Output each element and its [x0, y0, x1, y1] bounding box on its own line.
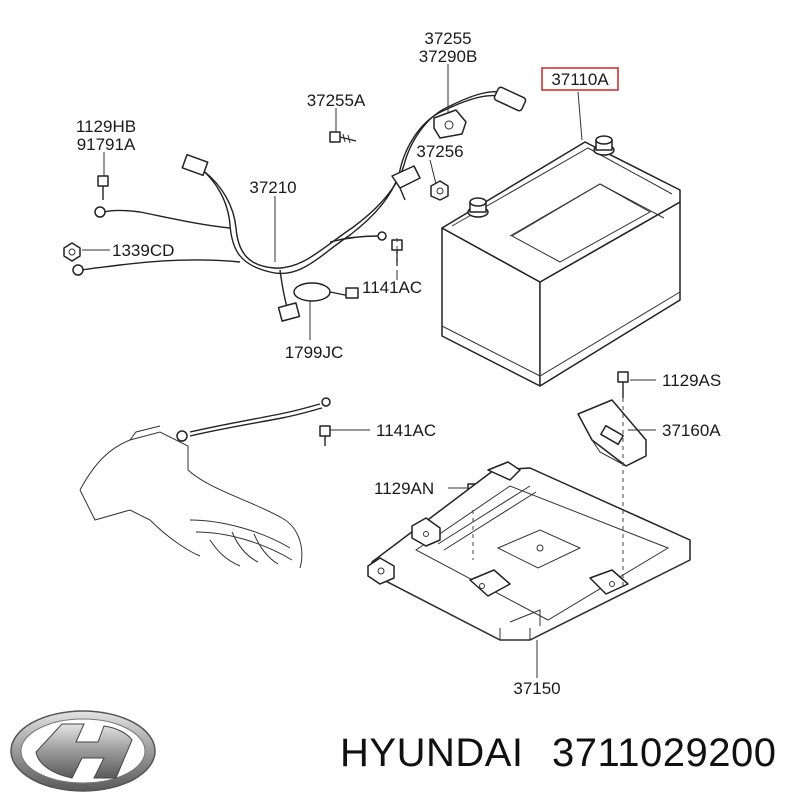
label-37255: 37255: [424, 29, 471, 48]
battery-tray: [367, 461, 691, 641]
label-1129as: 1129AS: [662, 371, 721, 390]
label-1129hb: 1129HB: [76, 117, 136, 136]
label-37110a: 37110A: [551, 70, 609, 89]
highlight-box: [541, 67, 619, 91]
label-1129an: 1129AN: [374, 479, 434, 498]
ground-cable: [176, 397, 331, 442]
hold-down-bracket: [577, 399, 647, 467]
label-1799jc: 1799JC: [285, 343, 344, 362]
battery: [441, 135, 681, 387]
brand-name: HYUNDAI: [340, 731, 524, 775]
label-1141ac-top: 1141AC: [362, 278, 422, 297]
label-37255a: 37255A: [307, 91, 366, 110]
label-91791a: 91791A: [77, 135, 136, 154]
alignment-lines: [396, 236, 624, 590]
hyundai-logo-icon: [10, 710, 156, 792]
label-1339cd: 1339CD: [112, 241, 174, 260]
label-37256: 37256: [416, 142, 463, 161]
label-37160a: 37160A: [662, 421, 721, 440]
battery-cable-harness: [72, 86, 527, 322]
label-37210: 37210: [249, 178, 296, 197]
label-37150: 37150: [513, 679, 560, 698]
body-duct: [79, 425, 303, 569]
label-37290b: 37290B: [419, 47, 478, 66]
label-1141ac-mid: 1141AC: [376, 421, 436, 440]
part-number: 3711029200: [552, 731, 777, 775]
callout-labels: 37255 37290B 37110A 37255A 1129HB 91791A…: [76, 29, 721, 698]
leader-lines: [82, 64, 656, 678]
